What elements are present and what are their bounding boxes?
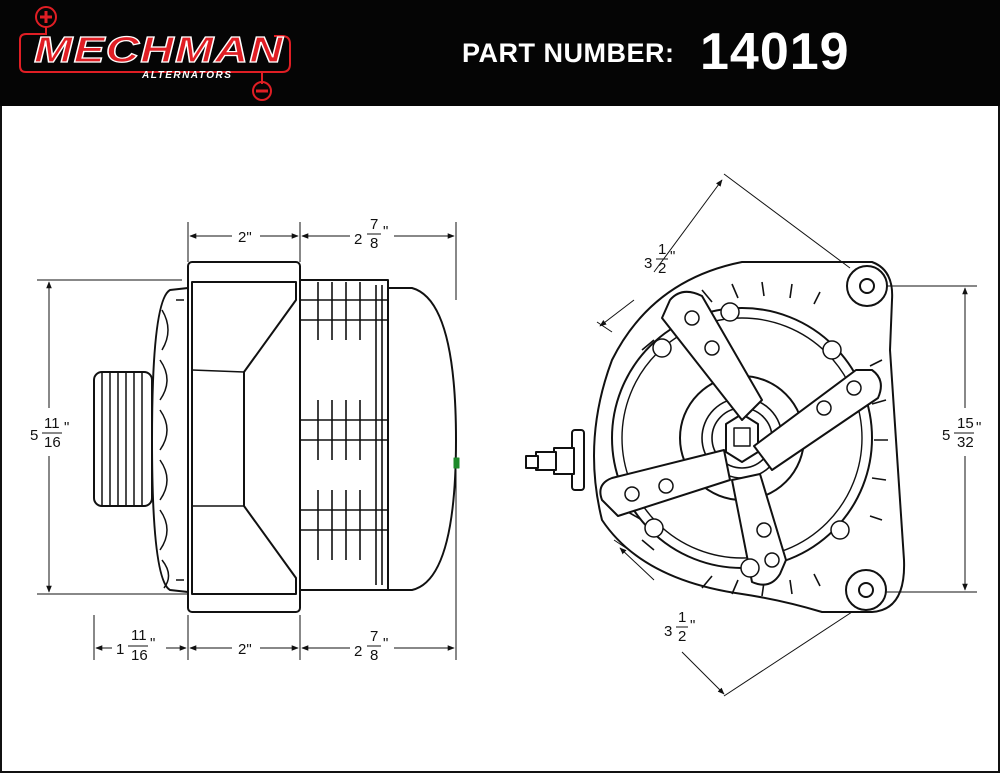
svg-text:1: 1	[678, 609, 686, 626]
dim-front-lower-diag: 3 1 2 "	[664, 609, 695, 645]
svg-text:7: 7	[370, 216, 378, 233]
dim-side-bottom-right: 2 7 8 "	[354, 628, 388, 664]
svg-text:": "	[150, 635, 155, 652]
svg-text:": "	[690, 617, 695, 634]
svg-text:2": 2"	[238, 229, 252, 246]
dim-front-upper-diag: 3 1 2 "	[644, 241, 675, 277]
front-view	[525, 261, 906, 613]
svg-text:": "	[976, 419, 981, 436]
mechman-logo: MECHMAN ALTERNATORS	[19, 6, 291, 101]
dim-front-height: 5 15 32 "	[942, 415, 981, 451]
svg-text:5: 5	[30, 427, 38, 444]
svg-text:8: 8	[370, 647, 378, 664]
technical-drawing: 2" 2 7 8 " 5 11 16 " 1 11 16 " 2"	[30, 173, 981, 697]
minus-badge-icon	[252, 81, 272, 101]
svg-text:2: 2	[678, 628, 686, 645]
svg-text:5: 5	[942, 427, 950, 444]
svg-text:16: 16	[44, 434, 61, 451]
svg-text:": "	[670, 248, 675, 265]
dim-side-bottom-pulley: 1 11 16 "	[116, 627, 155, 664]
svg-text:15: 15	[957, 415, 974, 432]
svg-text:3: 3	[644, 255, 652, 272]
svg-text:1: 1	[658, 241, 666, 258]
brand-sub: ALTERNATORS	[141, 70, 232, 81]
dim-side-bottom-mid: 2"	[238, 641, 252, 658]
drawing-area: 2" 2 7 8 " 5 11 16 " 1 11 16 " 2"	[0, 106, 1000, 773]
part-number-label: PART NUMBER:	[462, 38, 675, 68]
svg-text:3: 3	[664, 623, 672, 640]
svg-text:16: 16	[131, 647, 148, 664]
svg-text:": "	[383, 223, 388, 240]
side-view	[93, 261, 460, 613]
svg-text:2: 2	[354, 231, 362, 248]
svg-text:2: 2	[354, 643, 362, 660]
svg-text:7: 7	[370, 628, 378, 645]
header-bar: MECHMAN ALTERNATORS PART NUMBER: 14019	[0, 0, 1000, 106]
svg-text:": "	[64, 419, 69, 436]
brand-name: MECHMAN	[34, 29, 284, 70]
svg-text:11: 11	[44, 415, 60, 432]
svg-text:11: 11	[131, 627, 147, 644]
svg-text:8: 8	[370, 235, 378, 252]
part-number-value: 14019	[700, 23, 850, 81]
svg-text:": "	[383, 635, 388, 652]
svg-text:32: 32	[957, 434, 974, 451]
svg-text:1: 1	[116, 641, 124, 658]
svg-text:2: 2	[658, 260, 666, 277]
svg-text:2": 2"	[238, 641, 252, 658]
dim-side-height: 5 11 16 "	[30, 415, 69, 451]
dim-side-top-left: 2"	[238, 229, 252, 246]
dim-side-top-right: 2 7 8 "	[354, 216, 388, 252]
